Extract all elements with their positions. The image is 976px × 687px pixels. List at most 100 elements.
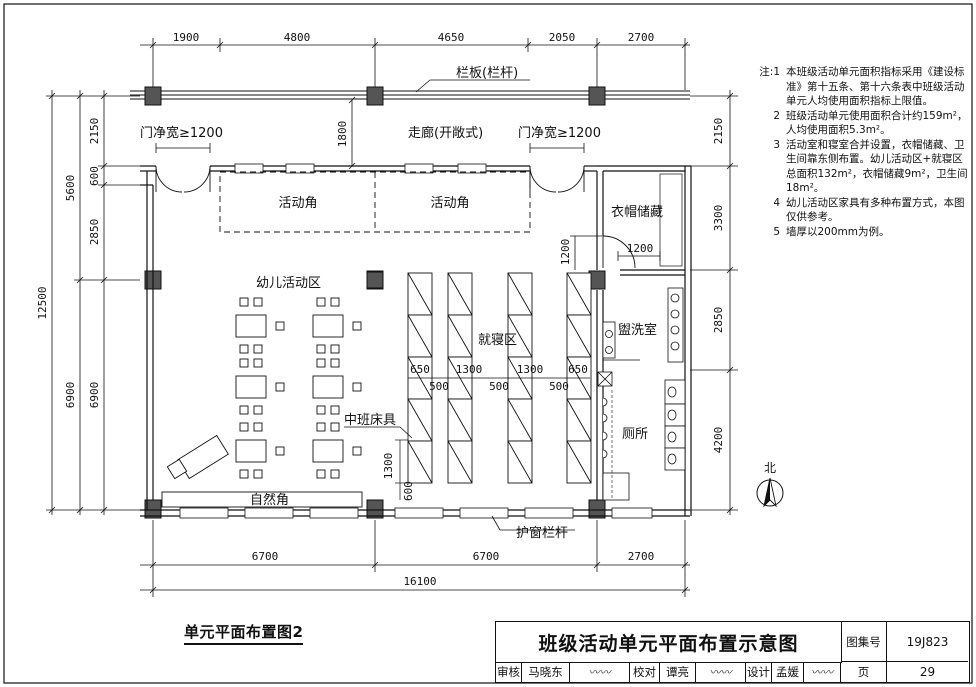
tables-chairs: [235, 297, 362, 479]
north-arrow: [756, 477, 784, 508]
dim-corridor-depth: 1800: [336, 121, 349, 148]
bed-hatch: [507, 272, 533, 316]
wardrobe-shelf: [659, 173, 683, 267]
dim-bed-1: 650: [410, 363, 430, 376]
reviewer-signature: 〰〰: [570, 662, 630, 682]
dim-bed-2: 1300: [456, 363, 483, 376]
dim-bottom-2: 6700: [473, 550, 500, 563]
label-wardrobe-storage: 衣帽储藏: [611, 204, 663, 220]
title-block: 班级活动单元平面布置示意图 图集号 19J823 审核 马晓东 〰〰 校对 谭亮…: [495, 621, 970, 683]
label-bed-furniture: 中班床具: [344, 413, 396, 428]
check-label: 校对: [630, 662, 660, 682]
doors: [155, 165, 636, 269]
note-text: 班级活动单元使用面积合计约159m²，人均使用面积5.3m²。: [786, 109, 968, 137]
dim-right-1: 2150: [712, 118, 725, 145]
note-number: 2: [773, 109, 780, 122]
dim-bottom-3: 2700: [628, 550, 655, 563]
dim-bed-gap-2: 500: [489, 380, 509, 393]
designer-name: 孟媛: [772, 662, 804, 682]
south-windows: [179, 507, 653, 519]
label-window-railing: 护窗栏杆: [516, 525, 568, 541]
bed-hatch: [447, 314, 473, 358]
note-number: 注:1: [759, 66, 780, 78]
notes: 注:1 本班级活动单元面积指标采用《建设标准》第十五条、第十六条表中班级活动单元人…: [752, 65, 970, 239]
note-number: 4: [773, 196, 780, 209]
bed-hatch: [507, 440, 533, 484]
dim-bottom-1: 6700: [252, 550, 279, 563]
bed-hatch: [447, 440, 473, 484]
bed-hatch: [566, 398, 592, 442]
dim-left-total: 12500: [36, 286, 49, 319]
note-number: 3: [773, 138, 780, 151]
dim-right-4: 4200: [712, 427, 725, 454]
plan-caption: 单元平面布置图2: [184, 621, 304, 645]
dim-wardrobe-inner: 1200: [627, 242, 654, 255]
bed-hatch: [566, 440, 592, 484]
checker-name: 谭亮: [660, 662, 696, 682]
label-north: 北: [764, 461, 776, 475]
dim-left-inner-4: 6900: [88, 382, 101, 409]
dim-top-4: 2050: [549, 31, 576, 44]
note-item: 2 班级活动单元使用面积合计约159m²，人均使用面积5.3m²。: [752, 109, 970, 138]
page-label: 页: [841, 662, 887, 682]
label-door-width-right: 门净宽≥1200: [518, 125, 601, 141]
dim-top-5: 2700: [628, 31, 655, 44]
dim-left-inner-3: 2850: [88, 219, 101, 246]
label-activity-corner-2: 活动角: [430, 196, 469, 211]
right-dimensions: [690, 90, 738, 515]
railing: [130, 90, 690, 100]
dim-wardrobe-inner-v: 1200: [559, 239, 572, 266]
dim-bed-bottom: 600: [402, 481, 415, 501]
dim-top-3: 4650: [438, 31, 465, 44]
bed-hatch: [447, 398, 473, 442]
teacher-desk: [166, 434, 229, 480]
bed-hatch: [566, 314, 592, 358]
center-column: [366, 271, 384, 289]
dim-left-inner-1: 2150: [88, 118, 101, 145]
atlas-number: 19J823: [887, 622, 968, 662]
bed-hatch: [407, 440, 433, 484]
title-block-title: 班级活动单元平面布置示意图: [496, 622, 842, 663]
dim-bottom-total: 16100: [403, 575, 436, 588]
bed-hatch: [566, 272, 592, 316]
label-nature-corner: 自然角: [250, 492, 289, 508]
left-dimensions: [46, 90, 140, 515]
note-item: 3 活动室和寝室合并设置，衣帽储藏、卫生间靠东侧布置。幼儿活动区+就寝区总面积13…: [752, 138, 970, 196]
bed-hatch: [407, 398, 433, 442]
dim-bed-gap-1: 500: [429, 380, 449, 393]
designer-signature: 〰〰: [804, 662, 841, 682]
dim-bed-3: 1300: [517, 363, 544, 376]
note-item: 注:1 本班级活动单元面积指标采用《建设标准》第十五条、第十六条表中班级活动单元人…: [752, 65, 970, 109]
bed-hatch: [407, 272, 433, 316]
note-text: 活动室和寝室合并设置，衣帽储藏、卫生间靠东侧布置。幼儿活动区+就寝区总面积132…: [786, 138, 968, 195]
design-label: 设计: [746, 662, 772, 682]
dim-right-2: 3300: [712, 205, 725, 232]
dim-bed-gap-3: 500: [549, 380, 569, 393]
note-text: 本班级活动单元面积指标采用《建设标准》第十五条、第十六条表中班级活动单元人均使用…: [786, 66, 965, 107]
page-number: 29: [919, 665, 936, 679]
sheet-border: [3, 3, 973, 684]
label-children-activity: 幼儿活动区: [256, 276, 321, 291]
dim-bed-depth: 1300: [382, 453, 395, 480]
note-text: 墙厚以200mm为例。: [786, 225, 890, 238]
reviewer-name: 马晓东: [522, 662, 570, 682]
atlas-label: 图集号: [841, 622, 887, 662]
bottom-dimensions: [140, 520, 690, 597]
dim-left-mid-1: 5600: [64, 175, 77, 202]
dim-top-1: 1900: [173, 31, 200, 44]
label-toilet: 厕所: [622, 427, 648, 442]
dim-left-mid-2: 6900: [64, 382, 77, 409]
dim-top-2: 4800: [284, 31, 311, 44]
bed-hatch: [507, 398, 533, 442]
label-sleeping-area: 就寝区: [478, 332, 517, 348]
bed-hatch: [507, 314, 533, 358]
label-corridor: 走廊(开敞式): [408, 125, 483, 141]
bed-hatch: [407, 314, 433, 358]
review-label: 审核: [496, 662, 522, 682]
bed-hatch: [447, 272, 473, 316]
label-door-width-left: 门净宽≥1200: [140, 125, 223, 141]
